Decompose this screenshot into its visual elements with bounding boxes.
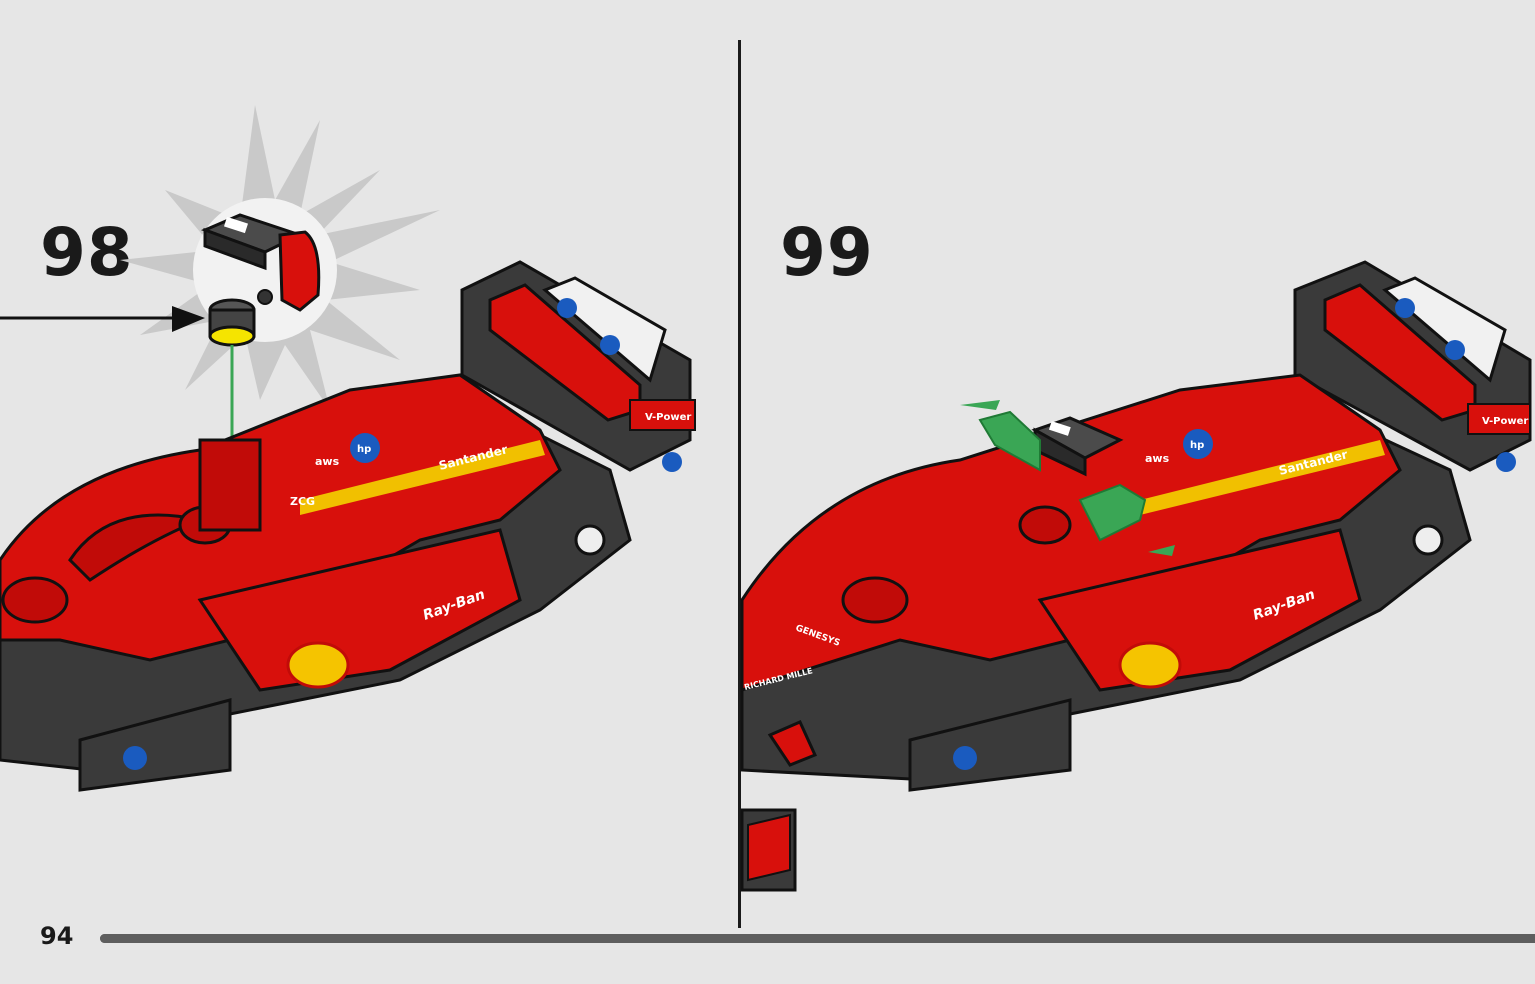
sponsor-richard-mille: RICHARD MILLE — [743, 666, 813, 692]
step-number-99: 99 — [780, 214, 874, 291]
step-number-98: 98 — [40, 214, 134, 291]
sponsor-vpower-99: V-Power — [1482, 416, 1528, 427]
car-model-step-98: V-Power hp Santander aws ZCG Ray-Ban — [0, 260, 696, 792]
sponsor-aws-99: aws — [1145, 452, 1170, 465]
sponsor-hp-99: hp — [1190, 440, 1204, 451]
car-model-step-99: V-Power hp Santander aws Ray-Ban GENESYS… — [740, 260, 1532, 892]
sponsor-vpower: V-Power — [645, 412, 691, 423]
sponsor-zcg: ZCG — [290, 495, 315, 508]
sponsor-aws-98: aws — [315, 455, 340, 468]
sponsor-genesys: GENESYS — [794, 623, 841, 648]
progress-fill — [100, 934, 1535, 943]
sponsor-santander-99: Santander — [1277, 447, 1349, 478]
sponsor-hp-98: hp — [357, 444, 371, 455]
page-number: 94 — [40, 922, 74, 950]
sponsor-rayban-99: Ray-Ban — [1251, 587, 1317, 624]
new-part — [200, 213, 321, 347]
press-arrow-icon — [960, 400, 1175, 556]
panel-divider — [738, 40, 741, 928]
insert-arrow-icon — [0, 306, 205, 332]
progress-bar — [100, 934, 1535, 943]
step-98-illustration: V-Power hp Santander aws ZCG Ray-Ban — [0, 105, 696, 792]
